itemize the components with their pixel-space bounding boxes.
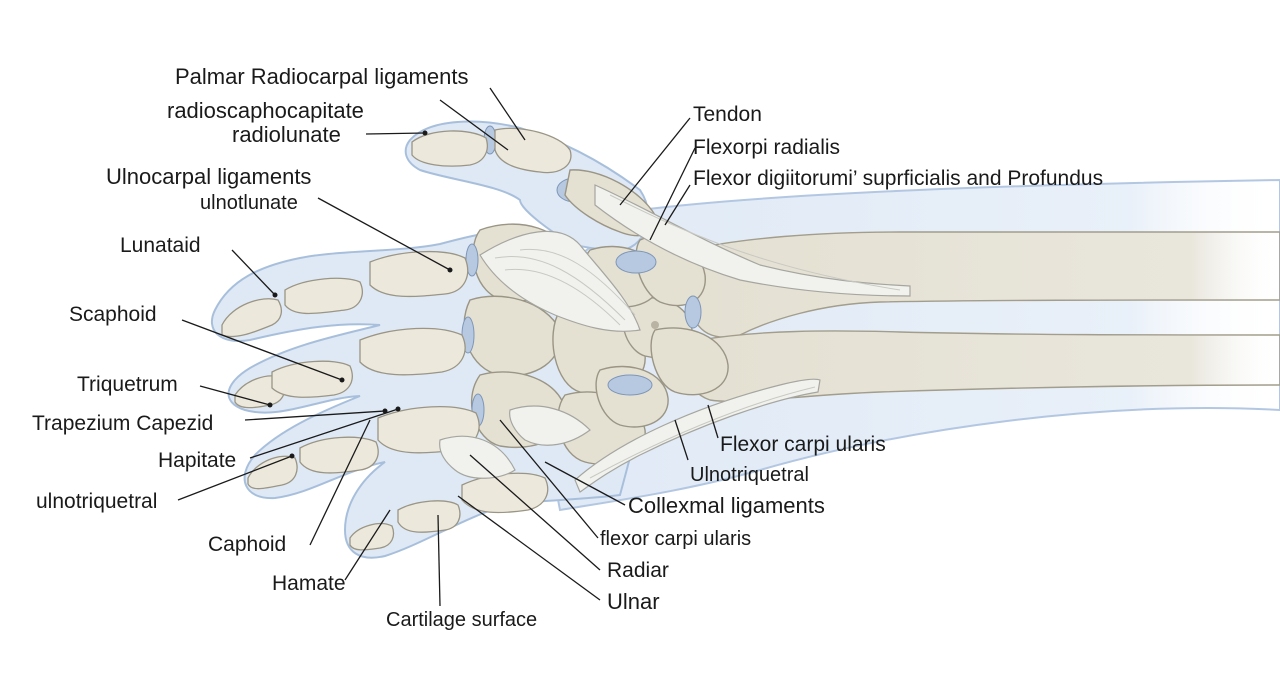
leader-line <box>199 385 271 406</box>
leader-line <box>437 514 441 607</box>
ligament-fiber <box>504 268 621 326</box>
leader-line <box>249 408 399 459</box>
flexor-carpi-radialis-tendon <box>594 184 911 297</box>
ligaments-tendons <box>439 184 911 493</box>
label-radiar: Radiar <box>607 559 669 582</box>
bone-foramen <box>651 321 659 329</box>
label-lunataid: Lunataid <box>120 234 201 257</box>
leader-line <box>244 410 386 421</box>
leader-line <box>469 454 601 571</box>
label-hapitate: Hapitate <box>158 449 236 472</box>
cartilage-surface <box>684 295 702 329</box>
label-cartilage-surface: Cartilage surface <box>386 609 537 631</box>
finger-middle-phalanx <box>271 360 353 398</box>
leader-line <box>674 419 689 461</box>
leader-line <box>231 249 276 296</box>
leader-line <box>457 495 601 601</box>
carpal-bone <box>650 327 729 396</box>
label-flexor-carpi-ularis: Flexor carpi ularis <box>720 433 886 456</box>
radius-bone <box>686 231 1280 338</box>
label-ulnocarpal: Ulnocarpal ligaments <box>106 164 311 189</box>
leader-line <box>344 509 391 581</box>
label-ulnotriquetral-right: Ulnotriquetral <box>690 464 809 486</box>
label-radioscaphocapitate: radioscaphocapitate <box>167 98 364 123</box>
leader-dot <box>267 402 273 408</box>
leader-dot <box>395 406 401 412</box>
label-ulnotriquetral-left: ulnotriquetral <box>36 490 157 513</box>
cartilage-surface <box>607 374 653 396</box>
flexor-carpi-ulnaris-tendon <box>574 378 821 493</box>
finger-distal-phalanx <box>221 298 283 338</box>
leader-line <box>664 184 691 226</box>
leader-line <box>181 319 343 381</box>
ulnocarpal-ligament-band <box>509 405 591 446</box>
label-scaphoid: Scaphoid <box>69 303 157 326</box>
leader-dot <box>447 267 453 273</box>
label-hamate: Hamate <box>272 572 346 595</box>
label-trapezium-capezid: Trapezium Capezid <box>32 412 213 435</box>
finger-middle-phalanx <box>284 277 363 315</box>
label-flexorpi-radialis: Flexorpi radialis <box>693 136 840 159</box>
leader-line <box>309 419 371 546</box>
leader-line <box>619 117 691 206</box>
cartilage-surface <box>615 250 657 274</box>
thumb-distal-phalanx <box>411 130 488 167</box>
label-ulnar: Ulnar <box>607 589 660 614</box>
finger-distal-phalanx <box>247 455 298 490</box>
finger-middle-phalanx <box>397 500 461 533</box>
leader-dot <box>339 377 345 383</box>
label-collexmal: Collexmal ligaments <box>628 493 825 518</box>
leader-line <box>317 197 451 271</box>
leader-line <box>365 132 426 135</box>
leader-line <box>707 404 719 439</box>
finger-proximal-phalanx <box>369 250 469 298</box>
leader-line <box>439 99 509 151</box>
leader-lines <box>177 87 719 607</box>
finger-middle-phalanx <box>299 436 379 474</box>
label-palmar-radiocarpal: Palmar Radiocarpal ligaments <box>175 64 468 89</box>
ligament-fiber <box>519 248 636 316</box>
leader-line <box>489 87 526 141</box>
label-caphoid: Caphoid <box>208 533 286 556</box>
collateral-ligament-band <box>439 435 516 479</box>
finger-proximal-phalanx <box>359 327 466 376</box>
label-flexor-carpi-ularis-lower: flexor carpi ularis <box>600 528 751 550</box>
leader-line <box>544 461 626 506</box>
thumb-proximal-phalanx <box>494 127 572 174</box>
leader-line <box>177 455 293 501</box>
label-triquetrum: Triquetrum <box>77 373 178 396</box>
leader-dot <box>289 453 295 459</box>
leader-line <box>499 419 599 539</box>
label-radiolunate: radiolunate <box>232 122 341 147</box>
label-ulnotlunate: ulnotlunate <box>200 192 298 214</box>
label-tendon: Tendon <box>693 103 762 126</box>
leader-dot <box>422 130 428 136</box>
ligament-fiber <box>494 256 626 321</box>
finger-distal-phalanx <box>349 523 395 551</box>
ligament-fiber <box>609 194 901 291</box>
ligament-fiber <box>589 386 816 479</box>
forearm-bones <box>685 231 1280 403</box>
leader-line <box>649 147 696 241</box>
leader-dot <box>272 292 278 298</box>
finger-bones <box>221 127 657 551</box>
labels: Palmar Radiocarpal ligaments radioscapho… <box>32 64 1103 631</box>
label-flexor-digitorum: Flexor digiitorumi’ suprficialis and Pro… <box>693 167 1103 190</box>
